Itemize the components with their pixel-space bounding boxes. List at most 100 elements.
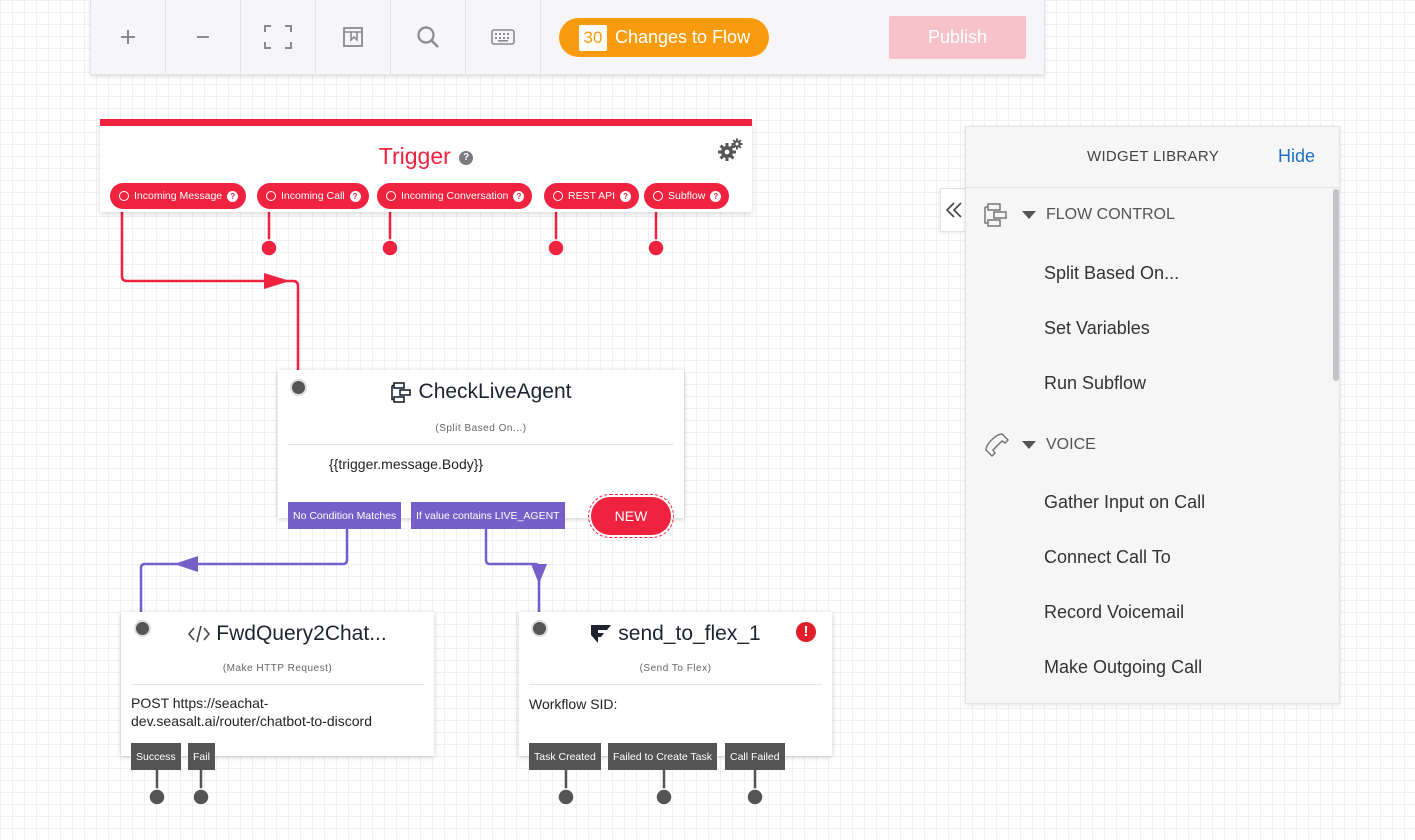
- changes-label: Changes to Flow: [615, 27, 751, 47]
- gear-icon[interactable]: [718, 138, 744, 162]
- trigger-widget[interactable]: Trigger ? Incoming Message ? Incoming Ca…: [100, 119, 752, 212]
- caret-down-icon: [1022, 441, 1036, 449]
- trigger-incoming-conversation[interactable]: Incoming Conversation ?: [377, 183, 533, 209]
- outlet-dot: [746, 788, 764, 806]
- help-icon[interactable]: ?: [227, 190, 239, 202]
- section-label: FLOW CONTROL: [1046, 206, 1175, 223]
- widget-subtitle: (Make HTTP Request): [222, 663, 333, 674]
- inlet-dot[interactable]: [531, 620, 548, 637]
- widget-title: send_to_flex_1: [618, 622, 761, 645]
- widget-title: FwdQuery2Chat...: [216, 622, 387, 645]
- section-flow-control[interactable]: FLOW CONTROL: [984, 202, 1175, 228]
- trigger-title-row: Trigger ?: [100, 143, 752, 170]
- help-icon[interactable]: ?: [710, 190, 722, 202]
- divider: [131, 684, 424, 685]
- toolbar: 30 Changes to Flow Publish: [90, 0, 1045, 75]
- search-button[interactable]: [391, 0, 466, 75]
- library-item-gather-input[interactable]: Gather Input on Call: [1044, 492, 1206, 512]
- minus-icon: [197, 36, 209, 38]
- collapse-library-button[interactable]: [940, 188, 966, 232]
- flow-control-icon: [984, 203, 1007, 227]
- zoom-out-button[interactable]: [166, 0, 241, 75]
- warning-icon[interactable]: !: [796, 622, 816, 642]
- changes-to-flow-button[interactable]: 30 Changes to Flow: [559, 18, 769, 57]
- divider: [529, 684, 822, 685]
- divider: [288, 444, 674, 445]
- radio-icon: [386, 191, 396, 201]
- transition-no-condition-matches[interactable]: No Condition Matches: [288, 502, 402, 529]
- widget-title-row: FwdQuery2Chat...: [121, 622, 434, 646]
- plus-icon: [121, 30, 135, 44]
- trigger-outlet-dot: [647, 239, 665, 257]
- trigger-subflow[interactable]: Subflow ?: [644, 183, 730, 209]
- library-item-make-outgoing-call[interactable]: Make Outgoing Call: [1044, 657, 1203, 677]
- fwd-query-widget[interactable]: FwdQuery2Chat... (Make HTTP Request) POS…: [121, 612, 434, 756]
- bookmark-button[interactable]: [316, 0, 391, 75]
- widget-title: CheckLiveAgent: [418, 380, 572, 403]
- phone-icon: [985, 433, 1010, 458]
- help-icon[interactable]: ?: [349, 190, 361, 202]
- library-item-record-voicemail[interactable]: Record Voicemail: [1044, 602, 1185, 622]
- transition-failed-to-create-task[interactable]: Failed to Create Task: [608, 743, 718, 770]
- help-icon[interactable]: ?: [459, 150, 474, 165]
- zoom-in-button[interactable]: [91, 0, 166, 75]
- trigger-rest-api[interactable]: REST API ?: [544, 183, 640, 209]
- widget-title-row: send_to_flex_1: [519, 622, 832, 646]
- outlet-dot: [192, 788, 210, 806]
- send-to-flex-widget[interactable]: send_to_flex_1 ! (Send To Flex) Workflow…: [519, 612, 832, 756]
- section-voice[interactable]: VOICE: [984, 432, 1096, 458]
- pill-label: Subflow: [668, 190, 706, 202]
- library-title: WIDGET LIBRARY: [1087, 148, 1220, 165]
- trigger-outlet-dot: [260, 239, 278, 257]
- fit-to-screen-button[interactable]: [241, 0, 316, 75]
- search-icon: [417, 26, 439, 48]
- keyboard-shortcuts-button[interactable]: [466, 0, 541, 75]
- section-label: VOICE: [1046, 436, 1096, 453]
- fullscreen-icon: [264, 25, 292, 49]
- trigger-incoming-call[interactable]: Incoming Call ?: [257, 183, 369, 209]
- transition-success[interactable]: Success: [131, 743, 181, 770]
- connector-arrow: [531, 564, 547, 584]
- inlet-dot[interactable]: [290, 379, 307, 396]
- widget-title-row: CheckLiveAgent: [278, 380, 684, 404]
- flex-icon: [591, 625, 612, 643]
- trigger-outlet-dot: [547, 239, 565, 257]
- widget-library-panel: WIDGET LIBRARY Hide FLOW CONTROL Split B…: [965, 126, 1340, 704]
- radio-icon: [653, 191, 663, 201]
- library-item-set-variables[interactable]: Set Variables: [1044, 318, 1150, 338]
- trigger-incoming-message[interactable]: Incoming Message ?: [110, 183, 247, 209]
- transition-task-created[interactable]: Task Created: [529, 743, 601, 770]
- widget-body: {{trigger.message.Body}}: [329, 456, 484, 472]
- radio-icon: [266, 191, 276, 201]
- new-transition-button[interactable]: NEW: [588, 494, 674, 538]
- transition-fail[interactable]: Fail: [188, 743, 215, 770]
- library-item-connect-call[interactable]: Connect Call To: [1044, 547, 1171, 567]
- split-icon: [390, 382, 411, 403]
- changes-count-badge: 30: [579, 24, 607, 51]
- check-live-agent-widget[interactable]: CheckLiveAgent (Split Based On...) {{tri…: [278, 370, 684, 518]
- help-icon[interactable]: ?: [513, 190, 525, 202]
- connector-arrow: [264, 273, 290, 289]
- library-header: WIDGET LIBRARY Hide: [966, 127, 1339, 188]
- connector-arrow: [174, 556, 198, 572]
- transition-call-failed[interactable]: Call Failed: [725, 743, 785, 770]
- publish-button[interactable]: Publish: [889, 16, 1026, 59]
- bookmark-icon: [343, 27, 363, 47]
- library-item-split-based-on[interactable]: Split Based On...: [1044, 263, 1180, 283]
- help-icon[interactable]: ?: [620, 190, 632, 202]
- library-scrollbar[interactable]: [1333, 189, 1339, 381]
- pill-label: Incoming Message: [134, 190, 223, 202]
- hide-library-link[interactable]: Hide: [1278, 146, 1316, 166]
- transition-if-value-contains[interactable]: If value contains LIVE_AGENT: [411, 502, 565, 529]
- library-item-run-subflow[interactable]: Run Subflow: [1044, 373, 1147, 393]
- code-icon: [188, 625, 211, 643]
- trigger-title: Trigger: [378, 143, 451, 169]
- outlet-dot: [557, 788, 575, 806]
- radio-icon: [553, 191, 563, 201]
- caret-down-icon: [1022, 211, 1036, 219]
- trigger-outlet-dot: [381, 239, 399, 257]
- inlet-dot[interactable]: [134, 620, 151, 637]
- widget-body: Workflow SID:: [529, 696, 618, 712]
- body-line: POST https://seachat-: [131, 695, 269, 711]
